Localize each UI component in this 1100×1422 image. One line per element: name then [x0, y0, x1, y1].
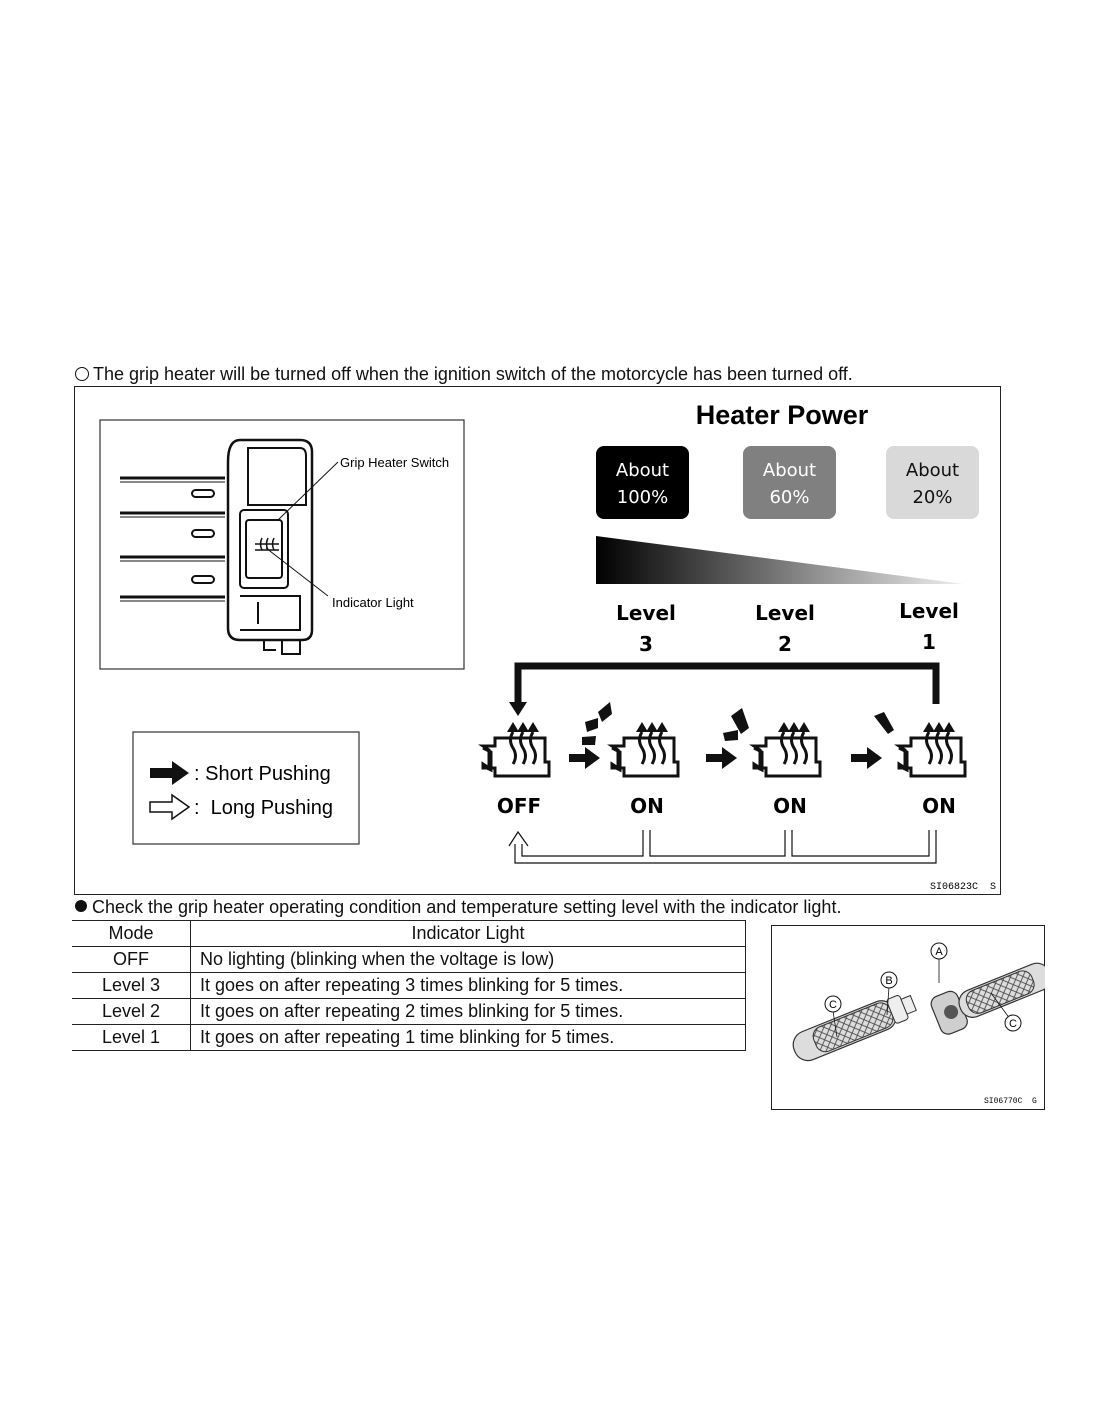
- state-label: ON: [922, 794, 956, 818]
- legend-long: : Long Pushing: [194, 797, 333, 819]
- blink-marks-level2: [723, 708, 749, 741]
- level-number: 2: [778, 632, 792, 656]
- indicator-cell: It goes on after repeating 2 times blink…: [190, 998, 746, 1025]
- power-box-line1: About: [763, 460, 816, 481]
- state-label: OFF: [497, 794, 541, 818]
- mode-cell: Level 3: [72, 972, 191, 999]
- power-box-bg: [743, 446, 836, 519]
- diagram-code: SI06823C S: [930, 882, 996, 893]
- table-row: Level 3 It goes on after repeating 3 tim…: [72, 972, 746, 999]
- ignition-note-text: The grip heater will be turned off when …: [93, 364, 853, 384]
- right-grip: [930, 962, 1045, 1035]
- state-label: ON: [773, 794, 807, 818]
- switch-heater-icon: [255, 537, 279, 551]
- leader-lines: [265, 461, 339, 597]
- power-box: About 100%: [596, 446, 689, 519]
- indicator-cell: It goes on after repeating 1 time blinki…: [190, 1024, 746, 1051]
- power-box-line1: About: [616, 460, 669, 481]
- cycle-arrow-long: [508, 830, 937, 864]
- callout-labels: A B C C: [824, 942, 1022, 1032]
- handlebar-switch-housing: [120, 438, 314, 655]
- ignition-note: The grip heater will be turned off when …: [75, 364, 853, 385]
- grip-icon-level1: [897, 720, 967, 778]
- power-box-line2: 20%: [912, 487, 952, 508]
- indicator-header: Indicator Light: [190, 920, 746, 947]
- grip-figure-code: SI06770C G: [984, 1097, 1037, 1106]
- indicator-cell: No lighting (blinking when the voltage i…: [190, 946, 746, 973]
- indicator-table: Mode Indicator Light OFF No lighting (bl…: [72, 920, 746, 1051]
- power-box-bg: [596, 446, 689, 519]
- short-arrow-1: [569, 747, 600, 769]
- heater-power-title: Heater Power: [696, 400, 869, 430]
- open-circle-icon: [75, 367, 89, 381]
- level-word: Level: [755, 601, 815, 625]
- grip-icon-level2: [752, 720, 822, 778]
- long-push-arrow-icon: [149, 793, 191, 821]
- short-arrow-2: [706, 747, 737, 769]
- state-labels: OFF ON ON ON: [497, 794, 956, 818]
- short-push-arrow-icon: [150, 761, 189, 785]
- callout-c-left: C: [829, 999, 837, 1011]
- state-label: ON: [630, 794, 664, 818]
- legend-short: : Short Pushing: [194, 763, 331, 785]
- grip-figure: A B C C SI06770C G: [792, 942, 1045, 1106]
- left-grip: [792, 994, 917, 1062]
- table-row: OFF No lighting (blinking when the volta…: [72, 946, 746, 973]
- power-boxes: About 100% About 60% About 20%: [596, 446, 979, 519]
- grip-figure-frame: [771, 925, 1045, 1110]
- mode-header: Mode: [72, 920, 191, 947]
- switch-drawing-box: [99, 419, 465, 670]
- grip-heater-switch-label: Grip Heater Switch: [340, 455, 449, 470]
- level-word: Level: [616, 601, 676, 625]
- level-number: 3: [639, 632, 653, 656]
- callout-c-right: C: [1009, 1018, 1017, 1030]
- check-note: Check the grip heater operating conditio…: [75, 897, 841, 918]
- power-box: About 20%: [886, 446, 979, 519]
- blink-marks-level3: [582, 702, 612, 745]
- power-box-line1: About: [906, 460, 959, 481]
- check-note-text: Check the grip heater operating conditio…: [92, 897, 842, 917]
- legend-box: [132, 731, 360, 845]
- power-box-line2: 60%: [769, 487, 809, 508]
- blink-marks-level1: [874, 712, 894, 734]
- bullet-icon: [75, 900, 87, 912]
- level-word: Level: [899, 599, 959, 623]
- cycle-arrow-short: [514, 662, 940, 708]
- table-header-row: Mode Indicator Light: [72, 920, 746, 947]
- grip-icon-off: [481, 720, 551, 778]
- table-row: Level 2 It goes on after repeating 2 tim…: [72, 998, 746, 1025]
- indicator-cell: It goes on after repeating 3 times blink…: [190, 972, 746, 999]
- callout-a: A: [935, 946, 943, 958]
- mode-cell: Level 1: [72, 1024, 191, 1051]
- mode-cell: Level 2: [72, 998, 191, 1025]
- power-box-bg: [886, 446, 979, 519]
- indicator-light-label: Indicator Light: [332, 595, 414, 610]
- callout-b: B: [885, 975, 892, 987]
- power-box: About 60%: [743, 446, 836, 519]
- table-row: Level 1 It goes on after repeating 1 tim…: [72, 1024, 746, 1051]
- power-wedge: [596, 536, 964, 584]
- short-arrow-3: [851, 747, 882, 769]
- level-number: 1: [922, 630, 936, 654]
- grip-icon-level3: [610, 720, 680, 778]
- power-box-line2: 100%: [617, 487, 668, 508]
- mode-cell: OFF: [72, 946, 191, 973]
- level-labels: Level 3 Level 2 Level 1: [616, 599, 959, 656]
- operation-diagram-frame: [74, 386, 1001, 895]
